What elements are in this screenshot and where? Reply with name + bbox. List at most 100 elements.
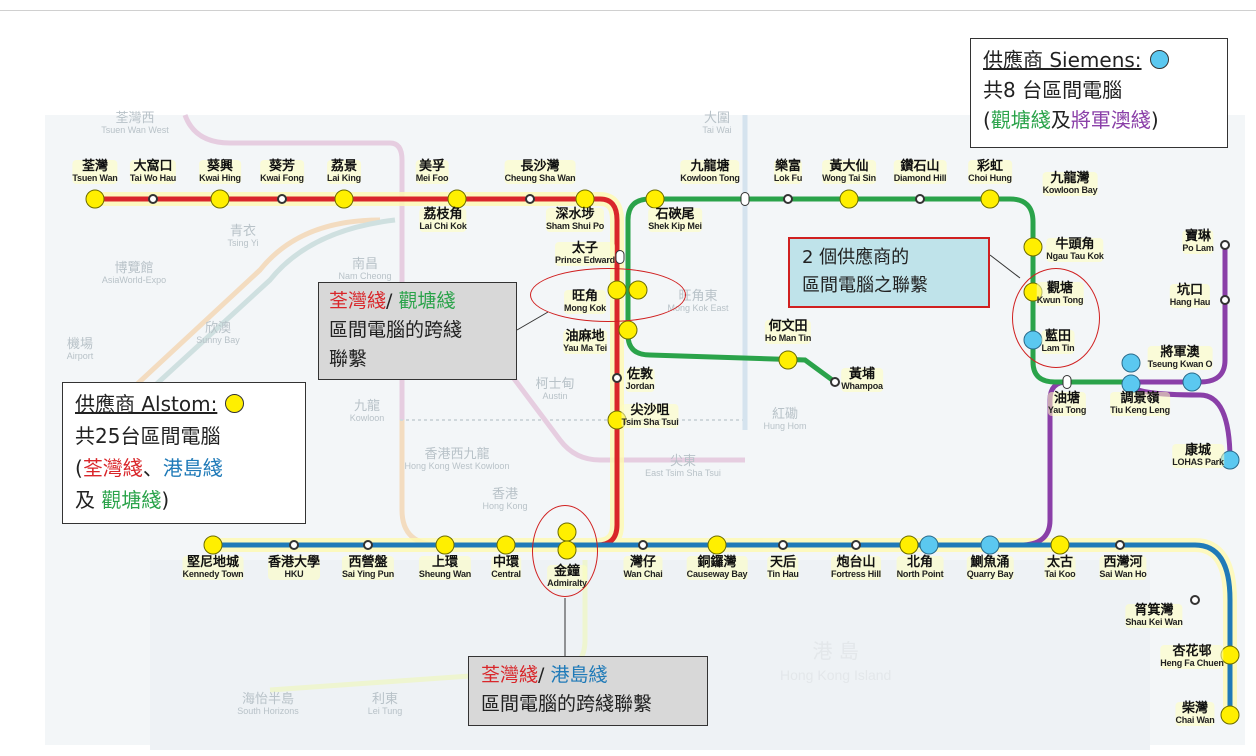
- faded-name-zh: 博覽館: [114, 261, 154, 276]
- station-marker[interactable]: [778, 540, 788, 550]
- alstom-station-marker[interactable]: [85, 189, 105, 209]
- station-name-en: North Point: [896, 569, 944, 580]
- station-name-zh: 中環: [492, 555, 520, 570]
- station-name-en: Wong Tai Sin: [822, 173, 876, 184]
- legend-tko-line: 將軍澳綫: [1070, 108, 1151, 132]
- alstom-station-marker[interactable]: [210, 189, 230, 209]
- station-marker[interactable]: [851, 540, 861, 550]
- station-marker[interactable]: [148, 194, 158, 204]
- slash: /: [538, 664, 551, 686]
- station-name-en: Tai Wo Hau: [129, 173, 177, 184]
- alstom-station-marker[interactable]: [1023, 237, 1043, 257]
- faded-name-en: Tsuen Wan West: [101, 125, 169, 136]
- station-name-zh: 葵興: [206, 159, 234, 174]
- station-name-zh: 寶琳: [1184, 229, 1211, 244]
- station-marker[interactable]: [1220, 295, 1230, 305]
- station-marker[interactable]: [1190, 595, 1200, 605]
- station-marker[interactable]: [638, 540, 648, 550]
- highlight-ellipse-kwuntong: [1012, 268, 1100, 368]
- alstom-station-marker[interactable]: [496, 535, 516, 555]
- faded-name-en: Hung Hom: [763, 421, 807, 432]
- faded-name-zh: 荃灣西: [115, 111, 155, 126]
- station-name-en: Tsim Sha Tsui: [621, 417, 679, 428]
- alstom-station-marker[interactable]: [618, 320, 638, 340]
- faded-name-en: Hong Kong: [482, 501, 528, 512]
- station-name-zh: 堅尼地城: [186, 555, 239, 570]
- paren: ): [1150, 108, 1159, 132]
- siemens-station-marker[interactable]: [1182, 372, 1202, 392]
- alstom-station-marker[interactable]: [447, 189, 467, 209]
- highlight-ellipse-admiralty: [532, 505, 598, 597]
- station-marker[interactable]: [1062, 375, 1072, 389]
- station-marker[interactable]: [740, 192, 750, 206]
- station-name-en: Ngau Tau Kok: [1046, 251, 1104, 262]
- station-marker[interactable]: [830, 377, 840, 387]
- station-name-en: Prince Edward: [555, 255, 615, 266]
- faded-name-en: Tsing Yi: [227, 238, 259, 249]
- alstom-station-marker[interactable]: [839, 189, 859, 209]
- alstom-station-marker[interactable]: [435, 535, 455, 555]
- faded-name-en: Tai Wai: [702, 125, 732, 136]
- alstom-station-marker[interactable]: [334, 189, 354, 209]
- faded-name-en: Mong Kok East: [667, 303, 729, 314]
- tung-chung-line-faded-1: [118, 217, 381, 402]
- alstom-station-marker[interactable]: [645, 189, 665, 209]
- station-marker[interactable]: [915, 194, 925, 204]
- alstom-station-marker[interactable]: [1220, 705, 1240, 725]
- callout-text: 2 個供應商的: [802, 247, 910, 268]
- legend-tw-line: 荃灣綫: [82, 456, 143, 480]
- station-name-en: Mei Foo: [415, 173, 449, 184]
- station-name-zh: 荔枝角: [423, 207, 463, 222]
- faded-name-zh: 機場: [66, 337, 94, 352]
- alstom-station-marker[interactable]: [707, 535, 727, 555]
- siemens-station-marker[interactable]: [1121, 353, 1141, 373]
- alstom-station-marker[interactable]: [575, 189, 595, 209]
- station-marker[interactable]: [525, 194, 535, 204]
- siemens-station-marker[interactable]: [980, 535, 1000, 555]
- alstom-station-marker[interactable]: [203, 535, 223, 555]
- alstom-station-marker[interactable]: [1050, 535, 1070, 555]
- station-name-zh: 石硤尾: [655, 207, 695, 222]
- callout-text: 聯繫: [329, 348, 368, 370]
- alstom-station-marker[interactable]: [899, 535, 919, 555]
- station-name-en: Tai Koo: [1044, 569, 1076, 580]
- station-marker[interactable]: [277, 194, 287, 204]
- siemens-dot-icon: [1149, 50, 1169, 69]
- siemens-station-marker[interactable]: [919, 535, 939, 555]
- station-name-zh: 鑽石山: [900, 159, 940, 174]
- station-marker[interactable]: [615, 250, 625, 264]
- faded-name-en: Sunny Bay: [196, 335, 240, 346]
- station-name-zh: 灣仔: [629, 555, 657, 570]
- station-name-en: Heng Fa Chuen: [1160, 658, 1224, 669]
- callout-vendors: 2 個供應商的 區間電腦之聯繫: [788, 237, 990, 308]
- callout-text: 區間電腦的跨綫聯繫: [481, 693, 653, 715]
- arrow-mongkok: [516, 311, 549, 331]
- station-name-zh: 大窩口: [133, 159, 173, 174]
- station-marker[interactable]: [1220, 240, 1230, 250]
- station-marker[interactable]: [1115, 540, 1125, 550]
- alstom-station-marker[interactable]: [778, 350, 798, 370]
- station-name-zh: 黃埔: [848, 367, 876, 382]
- station-name-en: Kowloon Tong: [680, 173, 740, 184]
- station-marker[interactable]: [363, 540, 373, 550]
- station-name-en: Sham Shui Po: [545, 221, 605, 232]
- station-name-en: Tin Hau: [767, 569, 799, 580]
- faded-name-en: South Horizons: [237, 706, 299, 717]
- station-name-zh: 炮台山: [836, 555, 876, 570]
- airport-line-faded: [148, 217, 396, 392]
- alstom-station-marker[interactable]: [980, 189, 1000, 209]
- station-marker[interactable]: [289, 540, 299, 550]
- station-marker[interactable]: [783, 194, 793, 204]
- station-marker[interactable]: [612, 373, 622, 383]
- station-name-zh: 筲箕灣: [1134, 603, 1174, 618]
